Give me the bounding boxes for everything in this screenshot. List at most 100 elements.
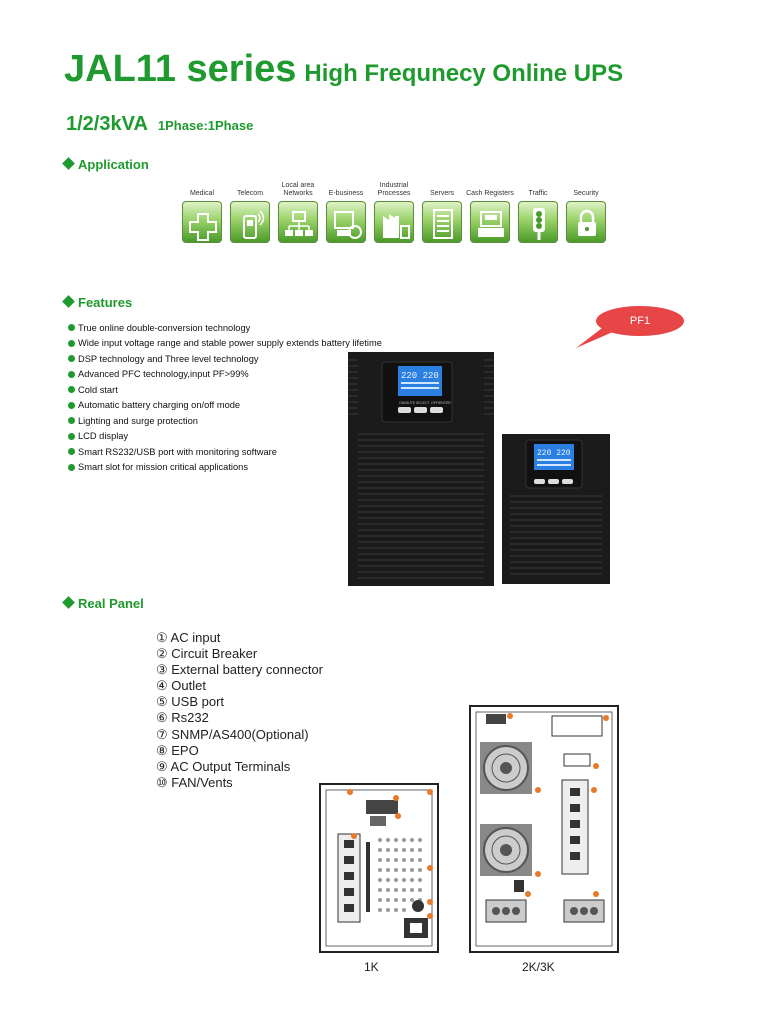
caption-2k-3k: 2K/3K xyxy=(522,960,555,974)
bullet-icon xyxy=(68,386,75,394)
legend-item: ③ External battery connector xyxy=(156,662,324,678)
bullet-icon xyxy=(68,432,75,440)
fan-icon xyxy=(480,742,532,794)
network-icon xyxy=(278,201,318,243)
legend-item: ⑧ EPO xyxy=(156,742,199,758)
bullet-icon xyxy=(68,401,75,409)
diamond-bullet-icon xyxy=(62,596,75,609)
legend-item: ④ Outlet xyxy=(156,678,206,694)
diamond-bullet-icon xyxy=(62,295,75,308)
series-name: JAL11 series xyxy=(64,48,297,90)
app-label: E-business xyxy=(328,190,364,197)
app-networks: Local area Networks xyxy=(278,176,318,248)
diamond-bullet-icon xyxy=(62,157,75,170)
app-telecom: Telecom xyxy=(230,176,270,248)
section-application: Application xyxy=(62,157,149,172)
server-icon xyxy=(422,201,462,243)
app-medical: Medical xyxy=(182,176,222,248)
bullet-icon xyxy=(68,324,75,332)
ups-product-image: 220 220 ON/MUTE SELECT OFF/ENTER 220 220 xyxy=(348,352,610,586)
capacity: 1/2/3kVA xyxy=(66,113,148,135)
app-label: Cash Registers xyxy=(466,190,514,197)
section-title: Real Panel xyxy=(78,596,144,611)
app-label: Industrial Processes xyxy=(377,182,411,197)
section-title: Application xyxy=(78,157,149,172)
feature-text: Advanced PFC technology,input PF>99% xyxy=(78,369,249,380)
feature-text: Cold start xyxy=(78,384,118,395)
legend-item: ⑩ FAN/Vents xyxy=(156,774,233,790)
feature-text: Wide input voltage range and stable powe… xyxy=(78,338,382,349)
feature-item: Automatic battery charging on/off mode xyxy=(68,398,382,414)
pf-callout: PF1 xyxy=(596,306,684,336)
legend-item: ⑨ AC Output Terminals xyxy=(156,758,291,774)
lock-icon xyxy=(566,201,606,243)
bullet-icon xyxy=(68,370,75,378)
industrial-icon xyxy=(374,201,414,243)
feature-list: True online double-conversion technology… xyxy=(68,320,382,475)
app-label: Servers xyxy=(429,190,455,197)
app-label: Telecom xyxy=(236,190,264,197)
panel-legend: ① AC input ② Circuit Breaker ③ External … xyxy=(156,630,323,791)
feature-item: Lighting and surge protection xyxy=(68,413,382,429)
app-label: Security xyxy=(573,190,599,197)
app-cash-registers: Cash Registers xyxy=(466,176,514,248)
feature-item: Wide input voltage range and stable powe… xyxy=(68,336,382,352)
legend-item: ⑥ Rs232 xyxy=(156,710,209,726)
app-security: Security xyxy=(566,176,606,248)
page-title: JAL11 series High Frequnecy Online UPS xyxy=(64,48,623,91)
feature-text: Automatic battery charging on/off mode xyxy=(78,400,241,411)
button-label: ON/MUTE xyxy=(399,401,416,405)
legend-item: ② Circuit Breaker xyxy=(156,646,258,662)
bullet-icon xyxy=(68,448,75,456)
app-label: Traffic xyxy=(528,190,548,197)
rear-panel-1k xyxy=(319,783,439,953)
bullet-icon xyxy=(68,463,75,471)
app-industrial: Industrial Processes xyxy=(374,176,414,248)
app-traffic: Traffic xyxy=(518,176,558,248)
telecom-icon xyxy=(230,201,270,243)
section-real-panel: Real Panel xyxy=(62,596,144,611)
app-label: Medical xyxy=(189,190,215,197)
button-label: SELECT xyxy=(416,401,430,405)
ebusiness-icon xyxy=(326,201,366,243)
feature-item: LCD display xyxy=(68,429,382,445)
bullet-icon xyxy=(68,339,75,347)
feature-text: Lighting and surge protection xyxy=(78,415,198,426)
feature-text: DSP technology and Three level technolog… xyxy=(78,353,259,364)
cash-register-icon xyxy=(470,201,510,243)
feature-item: Advanced PFC technology,input PF>99% xyxy=(68,367,382,383)
rear-panel-2k-3k xyxy=(469,705,619,953)
traffic-light-icon xyxy=(518,201,558,243)
application-icons: Medical Telecom Local area Networks E-bu… xyxy=(182,176,606,248)
section-features: Features xyxy=(62,295,133,310)
section-title: Features xyxy=(78,295,133,310)
ups-tower-large: 220 220 ON/MUTE SELECT OFF/ENTER xyxy=(348,352,494,586)
feature-item: Cold start xyxy=(68,382,382,398)
feature-item: Smart slot for mission critical applicat… xyxy=(68,460,382,476)
legend-item: ⑤ USB port xyxy=(156,694,225,710)
feature-text: Smart slot for mission critical applicat… xyxy=(78,462,248,473)
medical-icon xyxy=(182,201,222,243)
feature-text: Smart RS232/USB port with monitoring sof… xyxy=(78,446,277,457)
feature-item: True online double-conversion technology xyxy=(68,320,382,336)
app-ebusiness: E-business xyxy=(326,176,366,248)
feature-text: LCD display xyxy=(78,431,129,442)
ups-tower-small: 220 220 xyxy=(502,434,610,584)
app-label: Local area Networks xyxy=(281,182,315,197)
legend-item: ⑦ SNMP/AS400(Optional) xyxy=(156,726,309,742)
feature-item: DSP technology and Three level technolog… xyxy=(68,351,382,367)
bullet-icon xyxy=(68,417,75,425)
feature-item: Smart RS232/USB port with monitoring sof… xyxy=(68,444,382,460)
button-label: OFF/ENTER xyxy=(431,401,451,405)
lcd-reading: 220 220 xyxy=(537,449,571,458)
product-name: High Frequnecy Online UPS xyxy=(304,60,624,87)
phase: 1Phase:1Phase xyxy=(157,118,254,133)
fan-icon xyxy=(480,824,532,876)
bullet-icon xyxy=(68,355,75,363)
app-servers: Servers xyxy=(422,176,462,248)
caption-1k: 1K xyxy=(364,960,379,974)
feature-text: True online double-conversion technology xyxy=(78,322,251,333)
capacity-line: 1/2/3kVA 1Phase:1Phase xyxy=(66,113,253,136)
legend-item: ① AC input xyxy=(156,630,221,645)
lcd-reading: 220 220 xyxy=(401,371,439,381)
